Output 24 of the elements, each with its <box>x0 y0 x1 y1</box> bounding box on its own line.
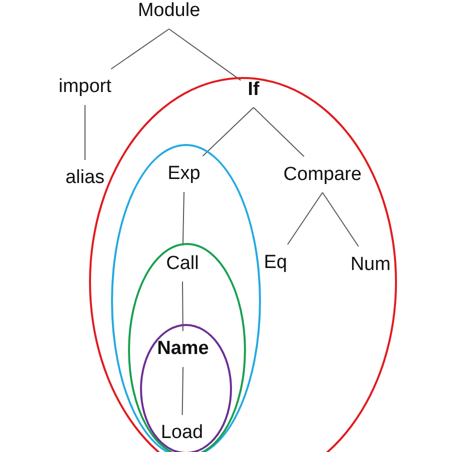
node-label: Load <box>160 422 204 444</box>
node-label: Compare <box>283 164 362 186</box>
node-label: Module <box>138 0 200 22</box>
tree-line <box>182 281 184 332</box>
node-label: import <box>58 76 112 98</box>
tree-line <box>202 107 254 156</box>
tree-line <box>253 107 304 157</box>
tree-line <box>322 192 359 247</box>
tree-line <box>168 28 242 81</box>
highlight-ellipse <box>128 243 246 452</box>
node-label: Eq <box>264 252 288 274</box>
tree-line <box>110 28 170 70</box>
node-label: Name <box>157 338 209 360</box>
node-label: Num <box>350 254 391 276</box>
tree-line <box>84 104 86 160</box>
node-label: Call <box>166 252 199 274</box>
node-label: If <box>248 78 260 100</box>
highlight-ellipse <box>110 144 260 452</box>
node-label: alias <box>65 167 105 189</box>
tree-line <box>182 366 184 416</box>
highlight-ellipse <box>140 324 232 452</box>
node-label: Exp <box>168 163 200 185</box>
tree-line <box>182 192 184 246</box>
tree-line <box>287 192 323 245</box>
